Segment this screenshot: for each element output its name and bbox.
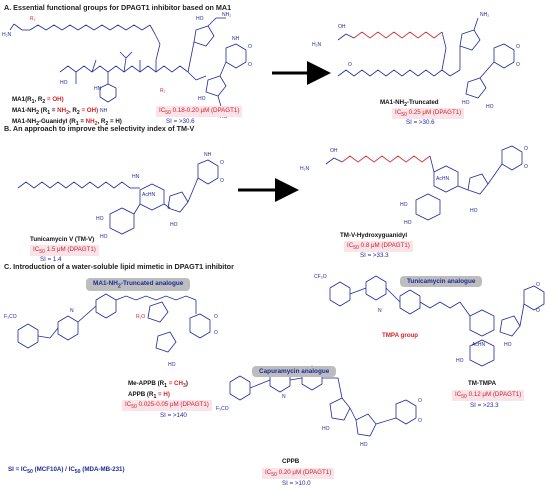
svg-text:HO: HO — [504, 342, 512, 348]
cppb-ic50-box: IC50 0.20 μM (DPAGT1) — [262, 468, 335, 480]
tm-v-hg-si: SI = >33.3 — [360, 252, 389, 259]
svg-text:HO: HO — [470, 208, 478, 214]
svg-text:O: O — [418, 398, 422, 404]
svg-text:R₁O: R₁O — [136, 314, 145, 320]
svg-text:HO: HO — [486, 104, 494, 110]
appb-si: SI = >140 — [160, 412, 187, 419]
svg-text:NH₂: NH₂ — [222, 12, 231, 18]
tm-tmpa-si: SI = >23.3 — [470, 402, 499, 409]
svg-text:O: O — [220, 160, 224, 166]
structure-tm-v-hydroxyguanidyl — [325, 145, 523, 221]
svg-text:O: O — [536, 282, 540, 288]
svg-text:O: O — [516, 44, 520, 50]
svg-text:HO: HO — [60, 80, 68, 86]
svg-text:HO: HO — [168, 362, 176, 368]
ma1-ic50-box: IC50 0.18-0.20 μM (DPAGT1) — [156, 106, 243, 118]
svg-text:F₃CO: F₃CO — [4, 314, 17, 320]
svg-text:O: O — [220, 178, 224, 184]
label-me-appb: Me-APPB (R1 = CH3) — [128, 380, 188, 390]
structure-ma1-truncated — [337, 17, 515, 99]
svg-text:O: O — [524, 164, 528, 170]
appb-atom-labels: F₃CO N H R₁O O NH₂ O O HO — [4, 286, 218, 368]
svg-text:HO: HO — [196, 16, 204, 22]
svg-text:AcHN: AcHN — [436, 176, 449, 182]
svg-text:HN: HN — [132, 174, 140, 180]
label-tmpa-group: TMPA group — [382, 332, 419, 339]
svg-text:H₂N: H₂N — [312, 42, 322, 48]
svg-text:O: O — [248, 44, 252, 50]
svg-text:O: O — [214, 330, 218, 336]
svg-text:HO: HO — [360, 442, 368, 448]
tm-v-hg-ic50-box: IC50 0.8 μM (DPAGT1) — [344, 241, 413, 253]
section-a-title: A. Essential functional groups for DPAGT… — [4, 3, 232, 12]
svg-text:F₃CO: F₃CO — [216, 406, 229, 412]
structure-tm-v — [17, 159, 219, 235]
ma1-truncated-si: SI = >30.6 — [406, 119, 435, 126]
label-tm-v: Tunicamycin V (TM-V) — [30, 236, 95, 243]
tag-capuramycin-analogue: Capuramycin analogue — [252, 366, 337, 377]
ma1-si: SI = >30.6 — [166, 118, 195, 125]
cppb-atom-labels: F₃CO N HO HO O O — [216, 394, 422, 448]
si-definition: SI = IC50 (MCF10A) / IC50 (MDA-MB-231) — [8, 466, 125, 476]
svg-text:OH: OH — [330, 148, 338, 154]
label-ma1: MA1(R1, R2 = OH) — [12, 96, 64, 106]
svg-text:O: O — [418, 418, 422, 424]
svg-text:HO: HO — [170, 222, 178, 228]
svg-text:O: O — [348, 62, 352, 68]
ma1-truncated-atom-labels: H₂N OH O NH₂ O O HO HO — [312, 12, 520, 110]
tm-v-ic50-box: IC50 1.5 μM (DPAGT1) — [30, 245, 99, 257]
svg-text:CF₃O: CF₃O — [314, 274, 327, 280]
label-ma1-truncated: MA1-NH2-Truncated — [380, 99, 439, 109]
svg-text:R₂: R₂ — [30, 16, 36, 22]
svg-text:O: O — [214, 314, 218, 320]
svg-text:H₂N: H₂N — [2, 32, 12, 38]
tm-v-si: SI = 1.4 — [40, 256, 62, 263]
label-appb: APPB (R1 = H) — [128, 391, 170, 401]
tag-ma1-truncated-analogue: MA1-NH2-Truncated analogue — [86, 278, 191, 292]
svg-text:O: O — [536, 308, 540, 314]
svg-text:HO: HO — [404, 220, 412, 226]
svg-text:N: N — [70, 308, 74, 314]
svg-text:H₂N: H₂N — [300, 166, 310, 172]
svg-text:NH: NH — [204, 152, 212, 158]
svg-text:HO: HO — [96, 216, 104, 222]
svg-text:NH₂: NH₂ — [480, 12, 489, 18]
appb-ic50-box: IC50 0.025-0.05 μM (DPAGT1) — [122, 400, 212, 412]
label-ma1-nh2: MA1-NH2 (R1 = NH2, R2 = OH) — [12, 107, 99, 117]
structure-appb — [17, 293, 211, 353]
tm-tmpa-ic50-box: IC50 0.12 μM (DPAGT1) — [452, 390, 525, 402]
svg-text:NH: NH — [100, 108, 108, 114]
svg-text:O: O — [516, 62, 520, 68]
label-ma1-nh2-guanidyl: MA1-NH2-Guanidyl (R1 = NH2, R2 = H) — [12, 118, 122, 128]
structure-tm-tmpa — [329, 275, 545, 367]
tm-v-hg-atom-labels: H₂N OH AcHN HO HO HO O O — [300, 146, 528, 226]
label-tm-tmpa: TM-TMPA — [468, 380, 497, 387]
section-b-title: B. An approach to improve the selectivit… — [4, 124, 195, 133]
tag-tunicamycin-analogue: Tunicamycin analogue — [400, 276, 483, 287]
svg-text:N: N — [378, 308, 382, 314]
svg-text:AcHN: AcHN — [142, 192, 155, 198]
ma1-truncated-ic50-box: IC50 0.25 μM (DPAGT1) — [392, 108, 465, 120]
tm-v-atom-labels: HN AcHN HO HO HO O O NH — [96, 152, 224, 240]
label-cppb: CPPB — [282, 458, 300, 465]
svg-text:HO: HO — [462, 100, 470, 106]
svg-text:O: O — [248, 62, 252, 68]
svg-text:AcHN: AcHN — [472, 342, 485, 348]
cppb-si: SI = >10.0 — [282, 480, 311, 487]
svg-text:OH: OH — [338, 24, 346, 30]
section-c-title: C. Introduction of a water-soluble lipid… — [4, 262, 234, 271]
svg-text:O: O — [524, 146, 528, 152]
svg-text:HO: HO — [456, 358, 464, 364]
svg-text:NH: NH — [232, 36, 240, 42]
svg-text:HO: HO — [100, 234, 108, 240]
svg-text:HO: HO — [198, 96, 206, 102]
svg-text:N: N — [282, 394, 286, 400]
svg-text:HO: HO — [322, 426, 330, 432]
svg-text:R₁: R₁ — [160, 88, 166, 94]
svg-text:HN: HN — [94, 86, 102, 92]
svg-text:HO: HO — [400, 202, 408, 208]
label-tm-v-hydroxyguanidyl: TM-V-Hydroxyguanidyl — [340, 232, 408, 239]
tm-tmpa-atom-labels: CF₃O N AcHN HO HO O O — [314, 274, 540, 364]
